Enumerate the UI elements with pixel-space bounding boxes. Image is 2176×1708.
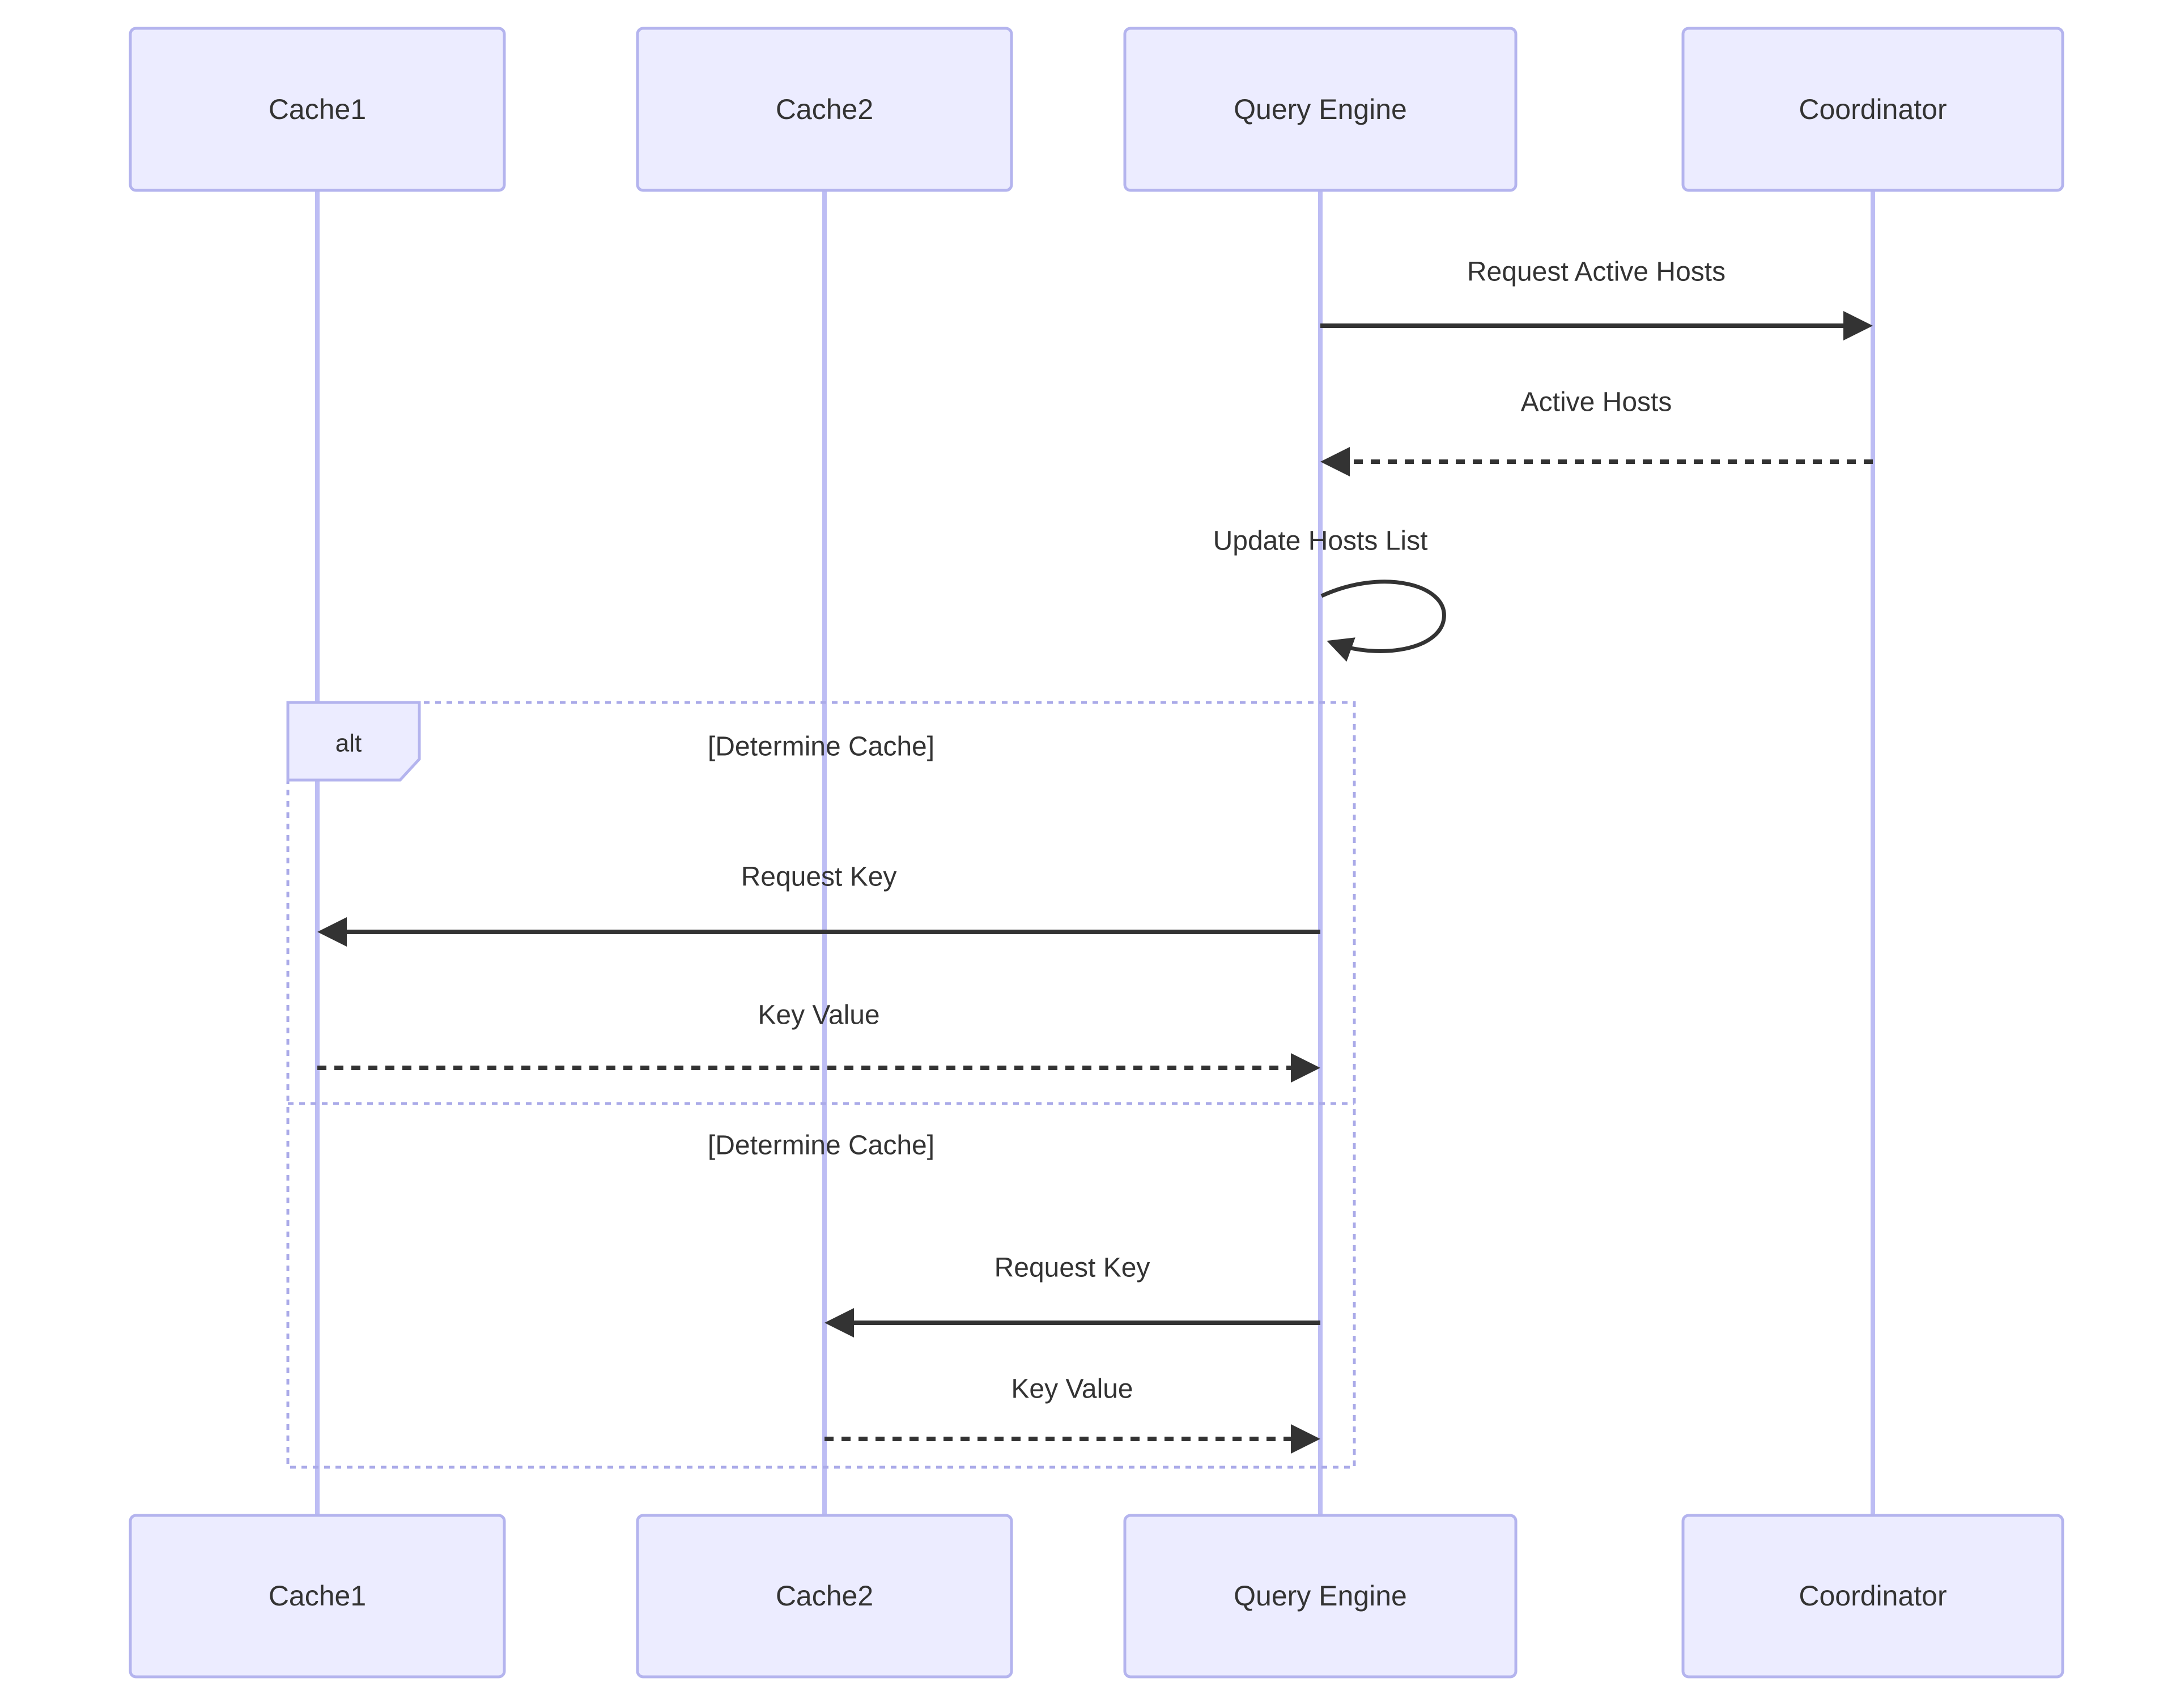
- alt-section1-condition: [Determine Cache]: [708, 732, 934, 762]
- message-request-key1-label: Request Key: [741, 862, 897, 892]
- actor-top-cache1-label: Cache1: [269, 93, 366, 125]
- message-update-hosts-list-self-loop: [1320, 580, 1446, 662]
- actor-bottom-cache1-label: Cache1: [269, 1580, 366, 1612]
- alt-operator-label: alt: [335, 730, 362, 757]
- message-request-active-hosts-label: Request Active Hosts: [1467, 257, 1726, 287]
- actor-top-query-engine: [1123, 27, 1518, 192]
- message-key-value2-label: Key Value: [1011, 1374, 1133, 1404]
- actor-top-query-engine-label: Query Engine: [1234, 93, 1407, 125]
- alt-section2-condition: [Determine Cache]: [708, 1131, 934, 1161]
- message-request-key2-label: Request Key: [994, 1253, 1150, 1283]
- actor-top-cache1: [129, 27, 506, 192]
- message-update-hosts-list-label: Update Hosts List: [1213, 526, 1428, 556]
- message-key-value1-label: Key Value: [758, 1000, 879, 1030]
- alt-label-tab: [286, 701, 421, 782]
- actor-bottom-cache2-label: Cache2: [776, 1580, 873, 1612]
- actor-top-cache2-label: Cache2: [776, 93, 873, 125]
- actor-top-cache2: [636, 27, 1013, 192]
- actor-bottom-query-engine-label: Query Engine: [1234, 1580, 1407, 1612]
- message-active-hosts-label: Active Hosts: [1521, 387, 1672, 418]
- actor-bottom-coordinator: [1681, 1514, 2064, 1679]
- actor-top-coordinator-label: Coordinator: [1799, 93, 1946, 125]
- actor-bottom-query-engine: [1123, 1514, 1518, 1679]
- actor-bottom-coordinator-label: Coordinator: [1799, 1580, 1946, 1612]
- actor-bottom-cache1: [129, 1514, 506, 1679]
- actor-top-coordinator: [1681, 27, 2064, 192]
- actor-bottom-cache2: [636, 1514, 1013, 1679]
- alt-frame: [286, 701, 1356, 1469]
